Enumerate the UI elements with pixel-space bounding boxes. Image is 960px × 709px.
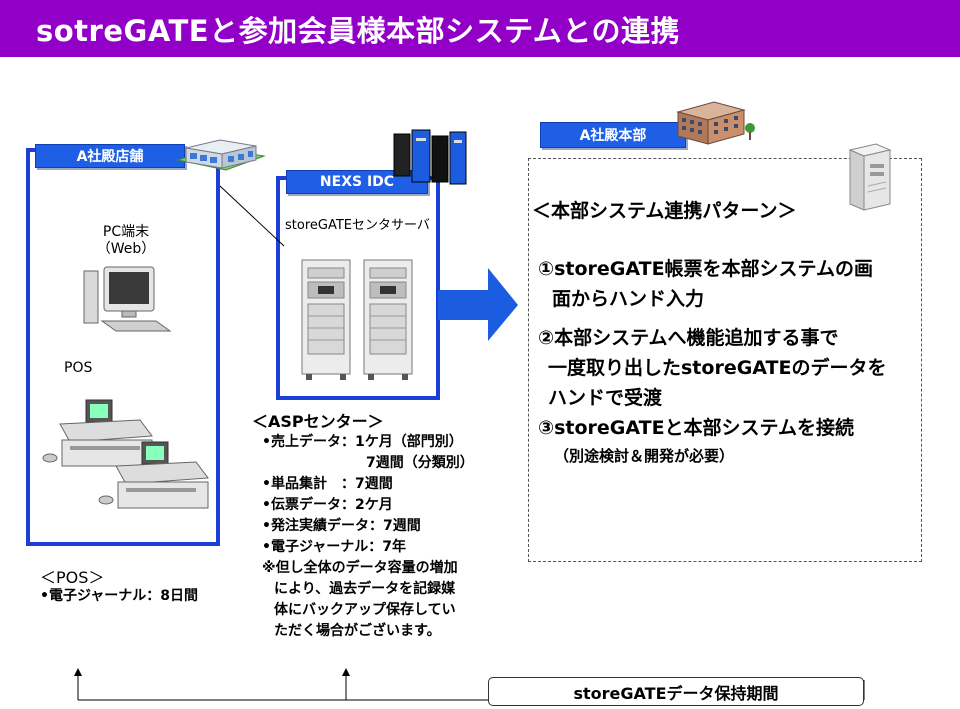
hq-item-3-note: （別途検討＆開発が必要） — [554, 447, 735, 465]
server-rack-icon — [298, 258, 358, 386]
period-label: storeGATEデータ保持期間 — [488, 677, 864, 706]
hq-label: A社殿本部 — [540, 122, 686, 148]
page-title: sotreGATEと参加会員様本部システムとの連携 — [36, 14, 680, 48]
server-rack-icon — [360, 258, 420, 386]
idc-to-hq-arrow — [438, 268, 518, 341]
retention-period-bracket — [74, 668, 865, 701]
pc-terminal-icon — [80, 265, 176, 339]
hq-item-1-line1: ①storeGATE帳票を本部システムの画 — [538, 258, 873, 280]
pos-retention-list: •電子ジャーナル：8日間 — [40, 586, 198, 607]
pos-terminal-icon — [40, 396, 170, 476]
office-building-icon — [674, 98, 756, 150]
pos-label: POS — [64, 360, 93, 376]
store-building-icon — [176, 138, 266, 184]
pc-label: PC端末 （Web） — [96, 224, 156, 257]
pos-retention-item: •電子ジャーナル：8日間 — [40, 588, 198, 604]
hq-item-2-line2: 一度取り出したstoreGATEのデータを — [548, 357, 887, 379]
asp-item: •伝票データ：2ケ月 — [262, 497, 393, 513]
asp-item: により、過去データを記録媒 — [274, 581, 456, 597]
asp-retention-list: •売上データ：1ケ月（部門別） 7週間（分類別） •単品集計 ：7週間 •伝票デ… — [262, 432, 474, 642]
store-label: A社殿店舗 — [35, 144, 185, 168]
idc-server-label: storeGATEセンタサーバ — [285, 218, 430, 233]
pos-retention-heading: ＜POS＞ — [40, 568, 105, 587]
asp-item: ※但し全体のデータ容量の増加 — [262, 560, 458, 576]
asp-item: •単品集計 ：7週間 — [262, 476, 393, 492]
asp-item: 体にバックアップ保存してい — [274, 602, 456, 618]
pos-terminal-icon — [96, 438, 226, 518]
asp-item: 7週間（分類別） — [366, 455, 474, 471]
datacenter-icon — [392, 128, 468, 192]
asp-item: •売上データ：1ケ月（部門別） — [262, 434, 463, 450]
asp-item: ただく場合がございます。 — [274, 623, 441, 639]
hq-item-1-line2: 面からハンド入力 — [552, 288, 705, 310]
asp-item: •発注実績データ：7週間 — [262, 518, 421, 534]
hq-frame — [528, 158, 922, 562]
asp-item: •電子ジャーナル：7年 — [262, 539, 406, 555]
tower-server-icon — [836, 142, 896, 218]
title-bar — [0, 0, 960, 57]
hq-item-2-line1: ②本部システムへ機能追加する事で — [538, 327, 839, 349]
hq-item-2-line3: ハンドで受渡 — [548, 387, 663, 409]
hq-item-3-line1: ③storeGATEと本部システムを接続 — [538, 417, 854, 439]
asp-heading: ＜ASPセンター＞ — [252, 412, 384, 431]
store-idc-connector — [219, 185, 285, 247]
hq-pattern-list: ①storeGATE帳票を本部システムの画 面からハンド入力 ②本部システムへ機… — [538, 254, 886, 466]
hq-heading: ＜本部システム連携パターン＞ — [532, 200, 797, 222]
